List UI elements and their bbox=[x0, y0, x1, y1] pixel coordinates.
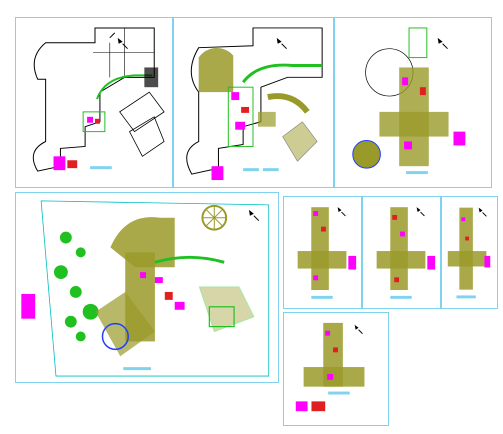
ground-floor-drawing bbox=[186, 27, 323, 181]
wing-level-4-drawing bbox=[295, 322, 365, 412]
north-arrow-icon bbox=[416, 207, 425, 217]
sheet-wing-level-4 bbox=[283, 312, 389, 426]
sheet-wing-level-2 bbox=[362, 196, 441, 309]
outline-plan-drawing bbox=[32, 27, 165, 172]
sheet-outline-plan bbox=[15, 17, 173, 188]
north-arrow-icon bbox=[437, 37, 448, 50]
sheet-ground-floor bbox=[173, 17, 334, 188]
sheet-first-floor bbox=[334, 17, 492, 188]
sheet-wing-level-3 bbox=[441, 196, 498, 309]
north-arrow-icon bbox=[276, 37, 287, 50]
first-floor-drawing bbox=[352, 27, 466, 175]
sheet-site-plan bbox=[15, 192, 279, 383]
wing-level-1-drawing bbox=[297, 207, 357, 299]
wing-level-3-drawing bbox=[447, 207, 491, 299]
sheet-wing-level-1 bbox=[283, 196, 362, 309]
north-arrow-icon bbox=[478, 207, 487, 217]
north-arrow-icon bbox=[248, 209, 260, 222]
north-arrow-icon bbox=[337, 207, 346, 217]
site-plan-drawing bbox=[21, 200, 270, 377]
north-arrow-icon bbox=[117, 37, 128, 50]
north-arrow-icon bbox=[354, 324, 363, 335]
wing-level-2-drawing bbox=[376, 207, 436, 299]
